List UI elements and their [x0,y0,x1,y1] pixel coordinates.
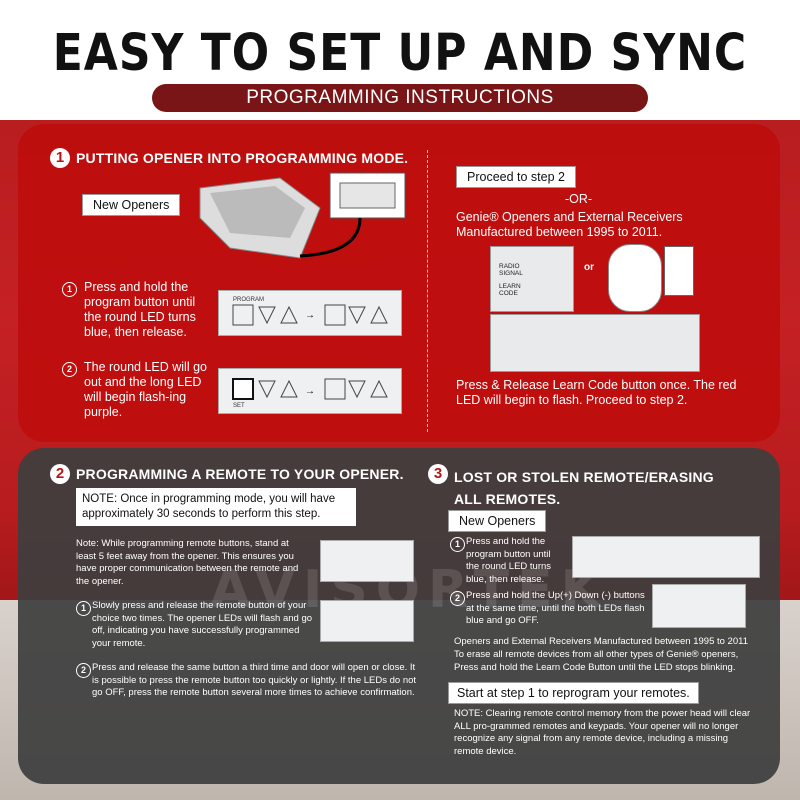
section-3-number: 3 [428,464,448,484]
section-3-new-openers-label: New Openers [448,510,547,532]
learn-code-release-text: Press & Release Learn Code button once. … [456,378,737,407]
genie-manufacture-text: Genie® Openers and External Receivers Ma… [456,210,683,239]
section-3-genie-text: Openers and External Receivers Manufactu… [454,636,748,647]
learn-code-label: LEARN CODE [499,283,521,297]
section-2-heading: PROGRAMMING A REMOTE TO YOUR OPENER. [76,466,404,482]
section-2-step-1-number: 1 [76,601,91,616]
section-1-step-1-number: 1 [62,282,77,297]
section-2-step-2-text: Press and release the same button a thir… [92,662,417,698]
program-panel-erase [572,536,760,578]
section-3-step-2-number: 2 [450,591,465,606]
section-3-heading: LOST OR STOLEN REMOTE/ERASING ALL REMOTE… [454,469,714,507]
section-3-step-1-text: Press and hold the program button until … [466,536,552,585]
start-step-label: Start at step 1 to reprogram your remote… [448,682,699,704]
program-panel-graphic-2: → [232,378,388,400]
section-1-step-2-number: 2 [62,362,77,377]
section-3-step-2-text: Press and hold the Up(+) Down (-) button… [466,590,645,626]
radio-signal-label: RADIO SIGNAL [499,263,523,277]
program-panel-step2: SET → [218,368,402,414]
section-3-final-note: NOTE: Clearing remote control memory fro… [454,708,751,757]
proceed-label: Proceed to step 2 [456,166,576,188]
section-2-number: 2 [50,464,70,484]
section-1-heading: PUTTING OPENER INTO PROGRAMMING MODE. [76,150,409,166]
section-2-note-text: Note: While programming remote buttons, … [76,538,299,587]
section-divider [427,150,428,432]
remote-illustration-2 [320,600,414,642]
opener-illustration [199,172,406,259]
page-title: EASY TO SET UP AND SYNC [52,24,748,83]
svg-text:→: → [305,386,315,397]
receiver-panel-a: RADIO SIGNAL LEARN CODE [490,246,574,312]
section-3-genie-sub: To erase all remote devices from all oth… [454,649,739,673]
learn-button-illustration [664,246,694,296]
section-2-step-1-text: Slowly press and release the remote butt… [92,600,313,649]
receiver-panel-b [490,314,700,372]
section-1-step-2-text: The round LED will go out and the long L… [84,360,207,419]
program-panel-step1: PROGRAM → [218,290,402,336]
set-label: SET [233,403,245,409]
page-subtitle: PROGRAMMING INSTRUCTIONS [152,84,648,112]
section-1-number: 1 [50,148,70,168]
remote-illustration-1 [320,540,414,582]
or-text: -OR- [565,192,593,206]
section-2-note-box: NOTE: Once in programming mode, you will… [76,488,356,526]
section-2-step-2-number: 2 [76,663,91,678]
section-3-step-1-number: 1 [450,537,465,552]
program-panel-updown [652,584,746,628]
receiver-oval-illustration [608,244,662,312]
program-panel-graphic: → [232,304,388,326]
section-1-step-1-text: Press and hold the program button until … [84,280,196,339]
new-openers-label: New Openers [82,194,181,216]
program-label: PROGRAM [233,297,265,303]
or-small-text: or [584,262,594,273]
svg-text:→: → [305,310,315,321]
